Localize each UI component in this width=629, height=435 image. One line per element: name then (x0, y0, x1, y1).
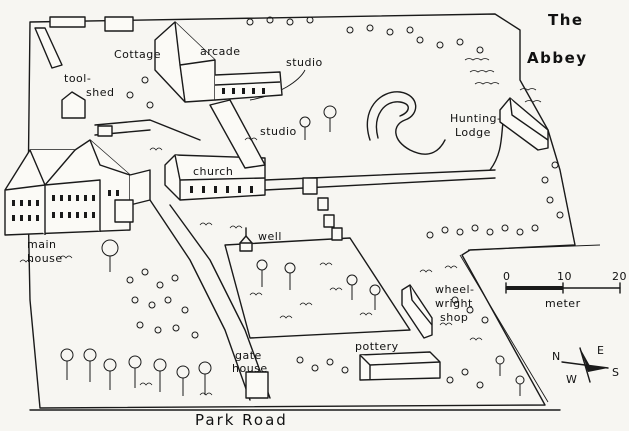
north-shed (97, 125, 113, 137)
label-studio-top: studio (286, 56, 323, 69)
compass-e: E (597, 344, 604, 357)
main-path (149, 199, 271, 401)
label-gatehouse: house (232, 362, 268, 375)
tool-shed-building (61, 91, 86, 119)
top-left-shed-2 (104, 16, 134, 32)
label-park-road: Park Road (195, 411, 288, 429)
hedge-rows (464, 58, 542, 103)
gatehouse-building (245, 371, 269, 399)
compass-s: S (612, 366, 619, 379)
church-path-columns (302, 177, 343, 241)
label-arcade: arcade (200, 45, 241, 58)
label-lodge: Lodge (455, 126, 491, 139)
label-hunting: Hunting- (450, 112, 502, 125)
compass-icon: N E S W (552, 344, 619, 386)
label-shed: shed (86, 86, 114, 99)
scale-tick-10: 10 (557, 270, 572, 283)
map-title-line2: Abbey (527, 49, 588, 67)
label-gate: gate (235, 349, 262, 362)
studio-path (249, 69, 306, 101)
label-wheel: wheel- (435, 283, 475, 296)
main-house (4, 139, 151, 236)
label-well: well (258, 230, 282, 243)
pottery-building (359, 351, 441, 381)
label-main: main (27, 238, 56, 251)
scale-tick-20: 20 (612, 270, 627, 283)
compass-n: N (552, 350, 561, 363)
map-title-line1: The (548, 11, 584, 29)
church-path (264, 169, 496, 191)
hunting-lodge-building (499, 97, 549, 151)
label-studio-mid: studio (260, 125, 297, 138)
label-church: church (193, 165, 233, 178)
label-cottage: Cottage (114, 48, 161, 61)
compass-w: W (566, 373, 577, 386)
top-left-hut (34, 27, 63, 69)
label-house: house (27, 252, 63, 265)
hedge-maze (366, 91, 446, 155)
label-tool: tool- (64, 72, 91, 85)
cottage-arcade-building (154, 21, 283, 169)
east-fence (459, 244, 601, 403)
label-pottery: pottery (355, 340, 399, 353)
label-wright: wright (435, 297, 473, 310)
hedge-maze-inner (375, 101, 409, 139)
top-left-shed-1 (49, 16, 86, 28)
trees (60, 16, 564, 396)
scale-unit: meter (545, 297, 581, 310)
scale-tick-0: 0 (503, 270, 511, 283)
scale-bar: 0 10 20 meter (503, 270, 627, 310)
field-path (224, 237, 411, 339)
church-building (164, 154, 266, 201)
wheelwright-shop-building (401, 284, 433, 339)
grass-marks (19, 137, 483, 396)
label-shop: shop (440, 311, 468, 324)
well-icon (239, 227, 253, 252)
